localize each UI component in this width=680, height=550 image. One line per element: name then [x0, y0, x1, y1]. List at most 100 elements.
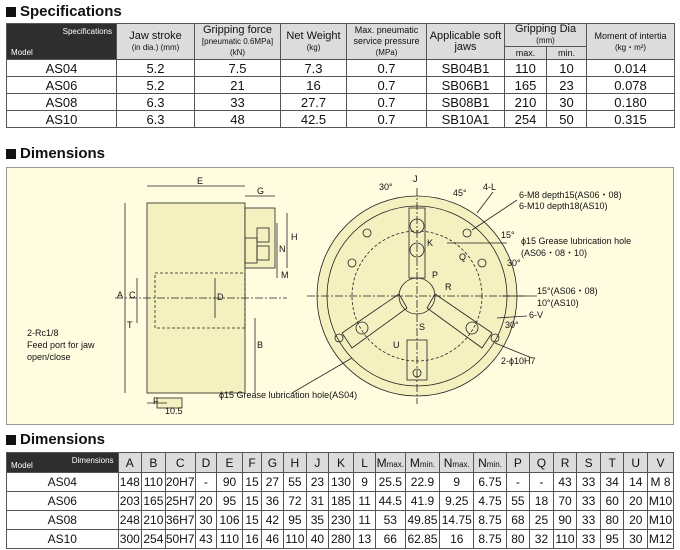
dim-model-cell: AS04	[6, 472, 119, 492]
dim-value-cell: 110	[216, 529, 243, 549]
bullet-square-icon	[6, 434, 16, 445]
dim-col-header: Nmin.	[473, 452, 507, 473]
dim-value-cell: 254	[141, 529, 166, 549]
spec-corner-cell: Specifications Model	[6, 23, 117, 60]
jaw-slot-top	[408, 207, 426, 279]
bullet-square-icon	[6, 6, 16, 17]
dim-value-cell: 43	[552, 472, 578, 492]
label-q: Q	[459, 252, 466, 262]
label-h: H	[291, 232, 298, 242]
col-gripping-dia: Gripping Dia(mm)	[503, 23, 588, 47]
dim-value-cell: 53	[374, 510, 406, 530]
mount-hole	[347, 258, 357, 268]
col-soft-jaws: Applicable soft jaws	[426, 23, 505, 60]
jaw-bolt-hole	[465, 321, 479, 335]
col-dia-min: min.	[545, 46, 588, 60]
label-30deg-c: 30°	[505, 320, 519, 330]
dim-col-header: B	[141, 452, 166, 473]
dim-value-cell: 25H7	[164, 491, 196, 511]
dim-value-cell: 165	[141, 491, 166, 511]
dim-value-cell: 20	[623, 510, 649, 530]
dim-col-header: Mmax.	[374, 452, 406, 473]
dim-value-cell: 95	[599, 529, 625, 549]
leader-grease-as04	[291, 357, 353, 394]
dim-col-header: C	[164, 452, 196, 473]
dim-value-cell: 80	[505, 529, 531, 549]
label-u: U	[393, 340, 400, 350]
dim-value-cell: 30	[623, 529, 649, 549]
jaw-bolt-hole	[409, 242, 425, 258]
label-30deg-b: 30°	[507, 258, 521, 268]
specifications-title: Specifications	[6, 3, 122, 20]
col-dia-max: max.	[504, 46, 547, 60]
col-gripping-force: Gripping force[pneumatic 0.6MPa](kN)	[194, 23, 281, 60]
dim-value-cell: 300	[117, 529, 143, 549]
dim-value-cell: 18	[529, 491, 554, 511]
dim-value-cell: 33	[576, 510, 601, 530]
dim-value-cell: 110	[552, 529, 578, 549]
label-port-3: open/close	[27, 352, 71, 362]
label-30deg: 30°	[379, 182, 393, 192]
col-net-weight: Net Weight(kg)	[280, 23, 347, 60]
drawing-title: Dimensions	[6, 145, 105, 162]
dim-value-cell: 20	[623, 491, 649, 511]
dim-value-cell: 70	[552, 491, 578, 511]
dim-value-cell: 55	[505, 491, 531, 511]
dim-value-cell: 20	[194, 491, 218, 511]
dim-value-cell: 22.9	[404, 472, 441, 492]
dim-value-cell: 40	[306, 529, 329, 549]
label-m: M	[281, 270, 289, 280]
dim-value-cell: 106	[216, 510, 243, 530]
dim-col-header: D	[194, 452, 218, 473]
label-45deg: 45°	[453, 188, 467, 198]
dim-value-cell: M12	[647, 529, 674, 549]
dimension-drawing: E G H N M A C D B T F 10.5 2-Rc1/8 Feed …	[6, 167, 674, 425]
label-p: P	[432, 270, 438, 280]
dim-col-header: K	[327, 452, 355, 473]
dim-value-cell: 33	[576, 472, 601, 492]
dim-value-cell: 34	[599, 472, 625, 492]
label-port-2: Feed port for jaw	[27, 340, 95, 350]
dim-value-cell: M10	[647, 491, 674, 511]
dim-value-cell: 23	[306, 472, 329, 492]
mount-hole	[362, 228, 372, 238]
mount-hole	[490, 333, 500, 343]
mount-hole	[462, 228, 472, 238]
dim-value-cell: 210	[141, 510, 166, 530]
label-c: C	[129, 290, 136, 300]
dim-col-header: E	[216, 452, 243, 473]
dim-value-cell: 148	[117, 472, 143, 492]
label-6v: 6-V	[529, 310, 543, 320]
dim-value-cell: 49.85	[404, 510, 441, 530]
dim-value-cell: 185	[327, 491, 355, 511]
dim-value-cell: -	[529, 472, 554, 492]
dim-value-cell: -	[194, 472, 218, 492]
dim-value-cell: 66	[374, 529, 406, 549]
label-10deg: 10°(AS10)	[537, 298, 579, 308]
dim-value-cell: 43	[194, 529, 218, 549]
dim-value-cell: 6.75	[473, 472, 507, 492]
dim-value-cell: 16	[241, 529, 263, 549]
label-grease-2: ϕ15 Grease lubrication hole(AS04)	[219, 390, 357, 400]
dim-value-cell: 16	[439, 529, 475, 549]
label-r: R	[445, 282, 452, 292]
jaw-detail	[256, 227, 270, 243]
dim-value-cell: 15	[241, 510, 263, 530]
dim-value-cell: 9.25	[439, 491, 475, 511]
dim-col-header: H	[282, 452, 308, 473]
dim-col-header: J	[306, 452, 329, 473]
dim-value-cell: 55	[282, 472, 308, 492]
label-j: J	[413, 174, 418, 184]
dim-value-cell: M 8	[647, 472, 674, 492]
label-g: G	[257, 186, 264, 196]
dim-model-cell: AS10	[6, 529, 119, 549]
label-grease-1b: (AS06・08・10)	[521, 248, 587, 258]
label-port-1: 2-Rc1/8	[27, 328, 59, 338]
dim-value-cell: -	[505, 472, 531, 492]
dim-value-cell: 95	[216, 491, 243, 511]
label-s: S	[419, 322, 425, 332]
dim-value-cell: 60	[599, 491, 625, 511]
